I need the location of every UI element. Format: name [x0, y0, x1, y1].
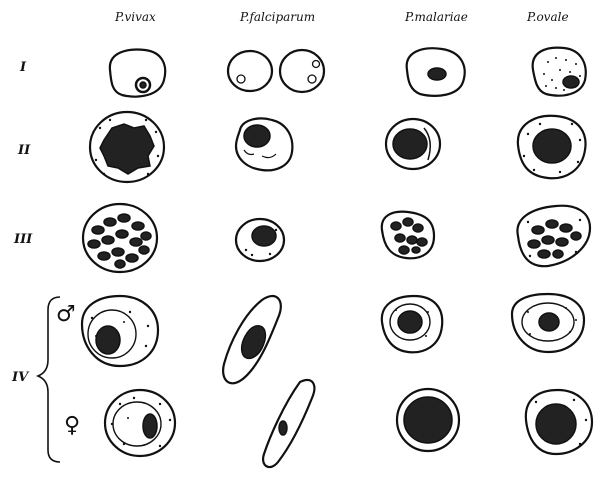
ovale-male-gametocyte [512, 294, 584, 352]
malariae-ring-stage [407, 48, 465, 96]
vivax-female-gametocyte [105, 390, 175, 456]
ovale-schizont [517, 206, 590, 266]
malariae-female-gametocyte [397, 389, 459, 451]
falciparum-male-gametocyte [223, 296, 281, 383]
ovale-female-gametocyte [526, 390, 592, 454]
falciparum-female-gametocyte [263, 380, 314, 467]
malariae-male-gametocyte [382, 296, 442, 352]
falciparum-schizont [236, 219, 284, 261]
falciparum-ring-stage [228, 50, 324, 92]
malariae-trophozoite [386, 119, 440, 169]
falciparum-trophozoite [236, 118, 292, 170]
vivax-ring-stage [110, 50, 165, 97]
vivax-schizont [83, 204, 157, 272]
vivax-trophozoite [90, 112, 164, 182]
row-iv-brace [38, 297, 60, 462]
vivax-male-gametocyte [82, 296, 158, 366]
ovale-trophozoite [518, 116, 586, 179]
malariae-schizont [382, 212, 434, 259]
ovale-ring-stage [533, 48, 586, 96]
